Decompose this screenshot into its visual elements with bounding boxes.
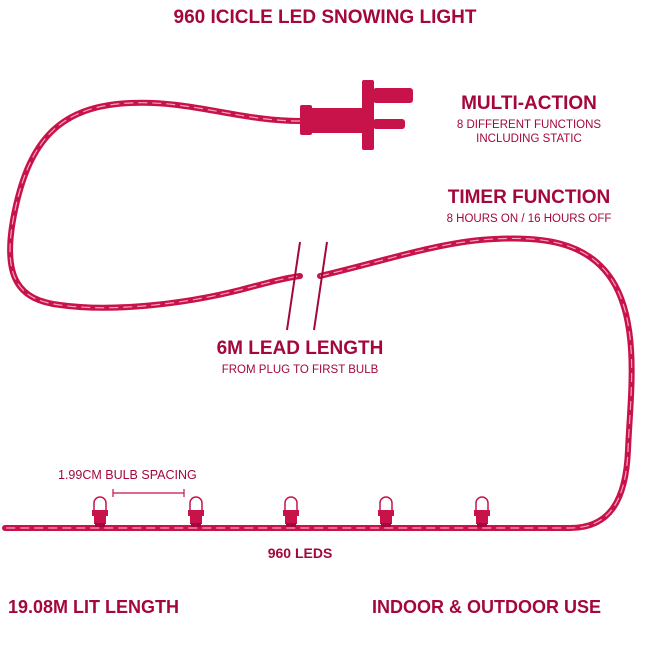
plug-icon	[300, 80, 413, 150]
product-title: 960 ICICLE LED SNOWING LIGHT	[173, 7, 477, 28]
bulb-icon	[92, 496, 108, 527]
usage-label: INDOOR & OUTDOOR USE	[372, 597, 602, 617]
lead-length-detail: FROM PLUG TO FIRST BULB	[221, 364, 379, 376]
multi-action-heading: MULTI-ACTION	[461, 93, 597, 114]
multi-action-line2: INCLUDING STATIC	[476, 133, 582, 145]
led-count-label: 960 LEDS	[267, 545, 333, 561]
lead-length-heading: 6M LEAD LENGTH	[216, 338, 384, 359]
timer-detail: 8 HOURS ON / 16 HOURS OFF	[446, 213, 612, 225]
twisted-cable	[5, 103, 632, 528]
multi-action-line1: 8 DIFFERENT FUNCTIONS	[456, 119, 602, 131]
cable-break-marks	[286, 241, 328, 331]
bulb-icon	[474, 496, 490, 527]
lit-length-label: 19.08M LIT LENGTH	[8, 597, 180, 617]
bulb-icon	[283, 496, 299, 527]
timer-heading: TIMER FUNCTION	[447, 187, 611, 208]
bulbs	[92, 496, 490, 527]
bulb-spacing-label: 1.99CM BULB SPACING	[58, 468, 197, 482]
bulb-icon	[378, 496, 394, 527]
spacing-indicator	[112, 489, 185, 497]
bulb-icon	[188, 496, 204, 527]
